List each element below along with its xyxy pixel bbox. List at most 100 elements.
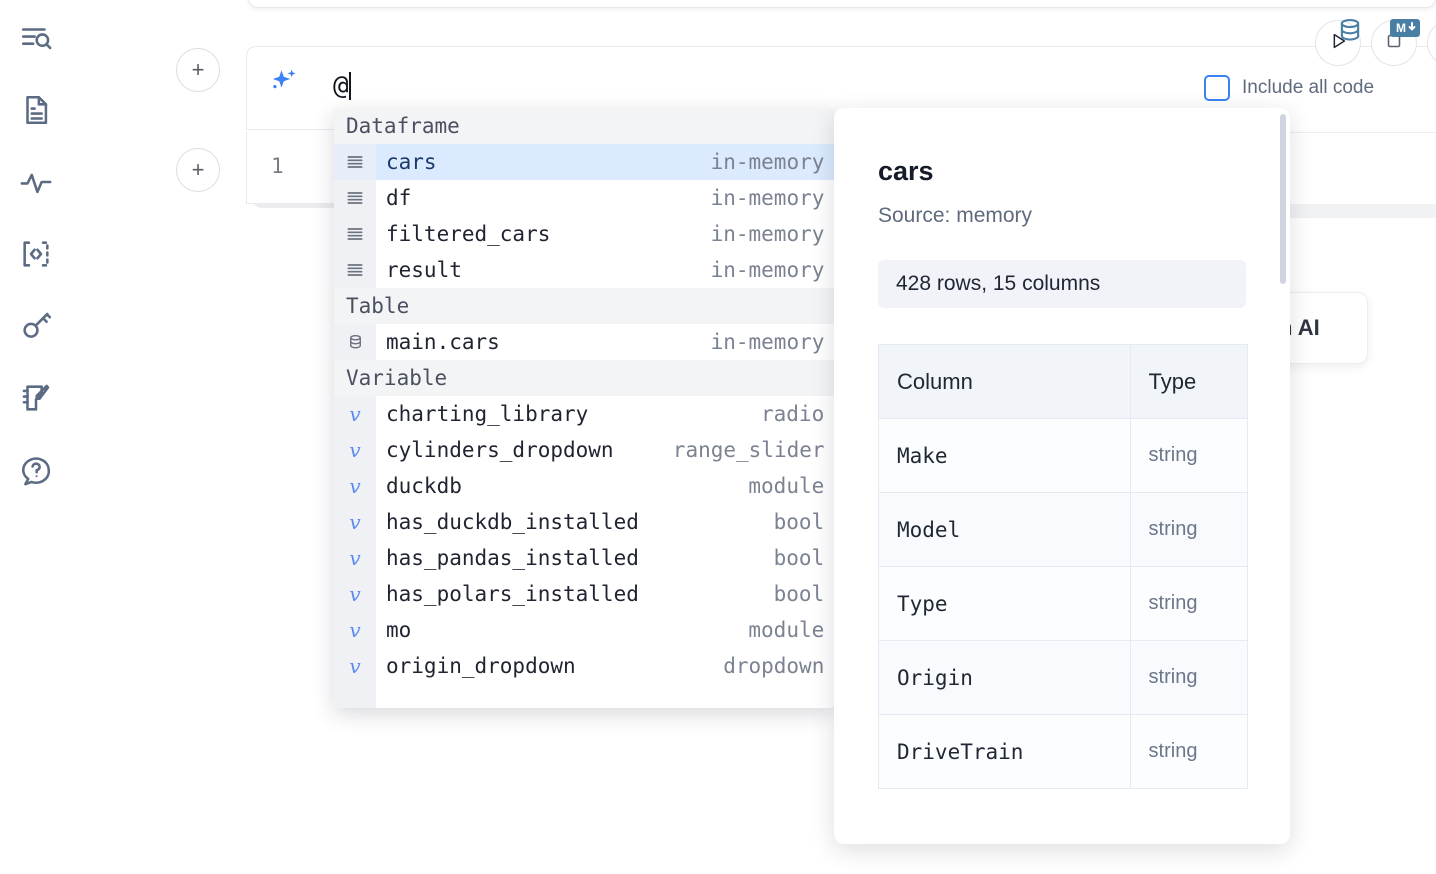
detail-shape-badge: 428 rows, 15 columns bbox=[878, 260, 1246, 308]
autocomplete-item-type: bool bbox=[773, 582, 825, 606]
ai-prompt-input[interactable]: @ bbox=[333, 71, 352, 101]
variable-icon: v bbox=[334, 612, 376, 648]
plus-icon: + bbox=[191, 157, 205, 182]
autocomplete-item-name: charting_library bbox=[386, 402, 589, 426]
explorer-search-icon bbox=[19, 21, 53, 55]
dataframe-detail-card: cars Source: memory 428 rows, 15 columns… bbox=[834, 108, 1290, 844]
variable-icon: v bbox=[334, 468, 376, 504]
ai-prompt-value: @ bbox=[333, 71, 349, 101]
cell-column-type: string bbox=[1129, 492, 1249, 567]
autocomplete-item-name: has_polars_installed bbox=[386, 582, 639, 606]
variable-icon: v bbox=[334, 648, 376, 684]
autocomplete-item[interactable]: v has_duckdb_installed bool bbox=[334, 504, 834, 540]
autocomplete-item-type: in-memory bbox=[710, 330, 825, 354]
autocomplete-item[interactable]: main.cars in-memory bbox=[334, 324, 834, 360]
autocomplete-item-type: in-memory bbox=[710, 150, 825, 174]
variable-icon: v bbox=[334, 432, 376, 468]
markdown-icon[interactable]: M bbox=[1389, 16, 1421, 45]
plus-icon: + bbox=[191, 57, 205, 82]
play-icon bbox=[1327, 30, 1349, 57]
add-cell-button-top[interactable]: + bbox=[176, 48, 220, 92]
sidebar-item-snippets[interactable] bbox=[12, 230, 60, 278]
code-snippet-icon bbox=[19, 237, 53, 271]
sidebar-item-help[interactable] bbox=[12, 446, 60, 494]
detail-title: cars bbox=[878, 156, 934, 186]
cell-column-type: string bbox=[1129, 418, 1249, 493]
svg-text:M: M bbox=[1396, 21, 1406, 35]
autocomplete-item-name: mo bbox=[386, 618, 412, 642]
dataframe-icon bbox=[334, 216, 376, 252]
include-all-code-toggle[interactable]: Include all code bbox=[1204, 75, 1374, 101]
autocomplete-item-name: origin_dropdown bbox=[386, 654, 576, 678]
scratchpad-icon bbox=[19, 381, 53, 415]
autocomplete-item-type: bool bbox=[773, 510, 825, 534]
cell-column-name: Type bbox=[878, 566, 1131, 641]
cell-column-name: Origin bbox=[878, 640, 1131, 715]
sidebar-rail bbox=[0, 0, 72, 874]
previous-cell bbox=[248, 0, 1436, 8]
autocomplete-item-name: main.cars bbox=[386, 330, 500, 354]
dataframe-icon bbox=[334, 180, 376, 216]
detail-source: Source: memory bbox=[878, 204, 1033, 227]
autocomplete-item-type: in-memory bbox=[710, 186, 825, 210]
cell-column-type: string bbox=[1129, 640, 1249, 715]
include-all-code-checkbox[interactable] bbox=[1204, 75, 1230, 101]
autocomplete-item-name: cars bbox=[386, 150, 437, 174]
autocomplete-item[interactable]: cars in-memory bbox=[334, 144, 834, 180]
header-column: Column bbox=[878, 344, 1131, 419]
cell-column-name: DriveTrain bbox=[878, 714, 1131, 789]
dataframe-icon bbox=[334, 144, 376, 180]
variable-icon: v bbox=[334, 576, 376, 612]
autocomplete-group-header: Dataframe bbox=[334, 108, 834, 144]
cell-column-name: Make bbox=[878, 418, 1131, 493]
autocomplete-item-name: duckdb bbox=[386, 474, 462, 498]
cell-column-type: string bbox=[1129, 714, 1249, 789]
sidebar-item-explorer[interactable] bbox=[12, 14, 60, 62]
autocomplete-item-type: dropdown bbox=[723, 654, 825, 678]
autocomplete-item-type: range_slider bbox=[672, 438, 825, 462]
sidebar-item-documentation[interactable] bbox=[12, 86, 60, 134]
sidebar-item-scratchpad[interactable] bbox=[12, 374, 60, 422]
variable-icon: v bbox=[334, 504, 376, 540]
autocomplete-item[interactable]: v origin_dropdown dropdown bbox=[334, 648, 834, 684]
add-cell-button-bottom[interactable]: + bbox=[176, 148, 220, 192]
autocomplete-item-name: has_pandas_installed bbox=[386, 546, 639, 570]
autocomplete-item-type: module bbox=[748, 618, 825, 642]
database-icon[interactable] bbox=[1335, 16, 1365, 51]
document-icon bbox=[19, 93, 53, 127]
database-icon bbox=[334, 324, 376, 360]
cell-column-type: string bbox=[1129, 566, 1249, 641]
cell-column-name: Model bbox=[878, 492, 1131, 567]
table-header-row: Column Type bbox=[878, 344, 1249, 419]
autocomplete-group-header: Table bbox=[334, 288, 834, 324]
sidebar-item-secrets[interactable] bbox=[12, 302, 60, 350]
autocomplete-item-name: has_duckdb_installed bbox=[386, 510, 639, 534]
dataframe-icon bbox=[334, 252, 376, 288]
activity-icon bbox=[19, 165, 53, 199]
autocomplete-group-header: Variable bbox=[334, 360, 834, 396]
autocomplete-item[interactable]: v has_polars_installed bool bbox=[334, 576, 834, 612]
detail-scrollbar[interactable] bbox=[1280, 114, 1286, 284]
text-caret bbox=[349, 72, 352, 100]
sidebar-item-activity[interactable] bbox=[12, 158, 60, 206]
line-number: 1 bbox=[271, 154, 284, 178]
autocomplete-item-type: bool bbox=[773, 546, 825, 570]
autocomplete-item-name: filtered_cars bbox=[386, 222, 551, 246]
autocomplete-item-type: module bbox=[748, 474, 825, 498]
header-type: Type bbox=[1129, 344, 1249, 419]
autocomplete-item-type: radio bbox=[761, 402, 825, 426]
